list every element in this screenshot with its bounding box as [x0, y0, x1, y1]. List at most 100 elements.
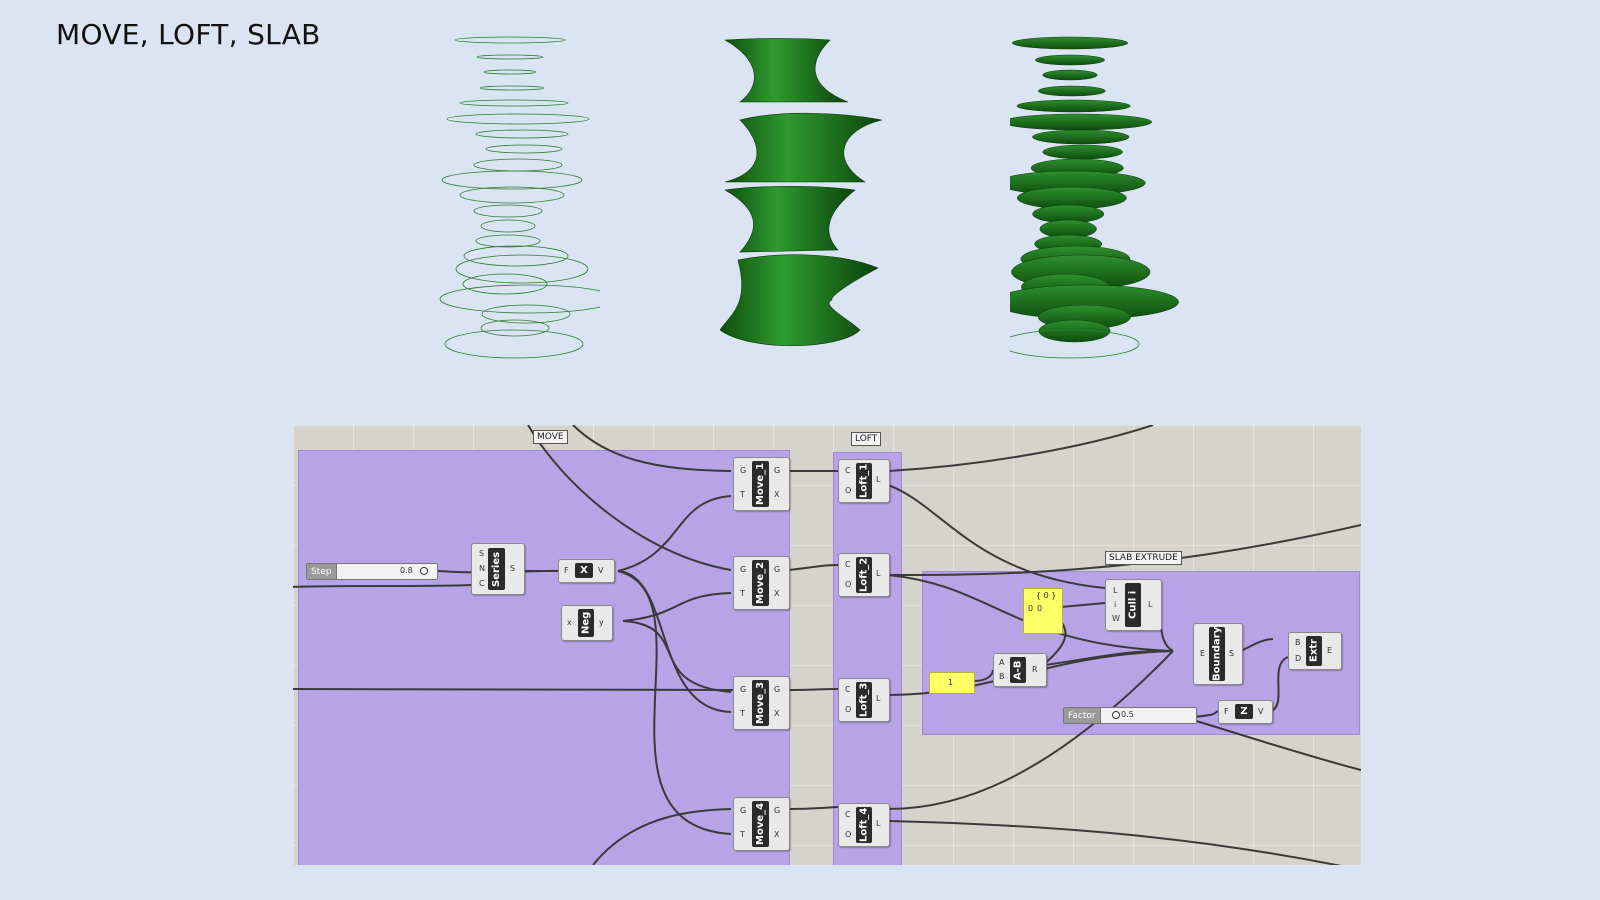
slab [1042, 144, 1123, 160]
move-4-input-g[interactable]: G [740, 806, 747, 815]
subtract-input-b[interactable]: B [999, 672, 1005, 681]
wire [1192, 719, 1361, 771]
subtract-output-r[interactable]: R [1032, 665, 1038, 674]
loft-4-input-o[interactable]: O [845, 830, 852, 839]
series-input-n[interactable]: N [479, 564, 485, 573]
move-4-input-t[interactable]: T [740, 830, 745, 839]
cull-input-w[interactable]: W [1112, 614, 1120, 623]
loft-3-output-l[interactable]: L [876, 694, 881, 703]
boundary-component[interactable]: E Boundary S [1193, 623, 1243, 685]
move-2-component[interactable]: G T Move_2 G X [733, 556, 790, 610]
unit-x-component[interactable]: F X V [558, 559, 615, 583]
move-1-output-g[interactable]: G [774, 466, 781, 475]
curve-ring [439, 284, 600, 314]
loft-2-output-l[interactable]: L [876, 569, 881, 578]
series-component[interactable]: S N C Series S [471, 543, 525, 595]
extrude-input-d[interactable]: D [1295, 654, 1302, 663]
unit-z-output-v[interactable]: V [1258, 707, 1264, 716]
negative-component[interactable]: x Neg y [561, 605, 613, 641]
loft-2-input-o[interactable]: O [845, 580, 852, 589]
extrude-component[interactable]: B D Extr E [1288, 632, 1342, 670]
move-3-output-g[interactable]: G [774, 685, 781, 694]
move-4-output-g[interactable]: G [774, 806, 781, 815]
group-label-move: MOVE [533, 430, 568, 444]
wire [787, 806, 839, 810]
cull-index-component[interactable]: L i W Cull i L [1105, 579, 1162, 631]
wire [787, 564, 839, 571]
neg-output-y[interactable]: y [599, 618, 604, 627]
unit-z-input-f[interactable]: F [1224, 707, 1229, 716]
loft-view [720, 38, 883, 347]
unit-x-input-f[interactable]: F [564, 566, 569, 575]
move-2-input-g[interactable]: G [740, 565, 747, 574]
wire [887, 820, 1342, 865]
move-2-output-x[interactable]: X [774, 589, 780, 598]
curve-ring [485, 144, 563, 154]
list-panel[interactable]: { 0 } 0 0 [1023, 588, 1063, 634]
group-move[interactable] [298, 450, 790, 865]
subtraction-component[interactable]: A B A-B R [993, 653, 1047, 687]
slab [1010, 113, 1152, 131]
neg-input-x[interactable]: x [567, 618, 572, 627]
slider-knob[interactable] [1112, 711, 1120, 719]
boundary-input-e[interactable]: E [1200, 649, 1206, 658]
unit-z-name: Z [1235, 704, 1253, 719]
loft-4-input-c[interactable]: C [845, 810, 851, 819]
curve-ring [473, 158, 563, 172]
loft-1-input-c[interactable]: C [845, 466, 851, 475]
loft-2-component[interactable]: C O Loft_2 L [838, 553, 890, 597]
group-loft[interactable] [833, 452, 902, 865]
subtract-input-a[interactable]: A [999, 658, 1005, 667]
curve-ring [459, 186, 565, 204]
cull-output-l[interactable]: L [1148, 600, 1153, 609]
move-4-component[interactable]: G T Move_4 G X [733, 797, 790, 851]
list-panel-header: { 0 } [1036, 591, 1057, 600]
curve-ring [481, 304, 571, 324]
base-ring [1010, 329, 1140, 359]
cull-input-l[interactable]: L [1113, 586, 1118, 595]
move-1-output-x[interactable]: X [774, 490, 780, 499]
slab-view [1010, 36, 1179, 359]
cull-input-i[interactable]: i [1114, 600, 1117, 609]
step-slider[interactable]: Step 0.8 [306, 563, 438, 580]
loft-2-input-c[interactable]: C [845, 560, 851, 569]
move-2-output-g[interactable]: G [774, 565, 781, 574]
loft-1-output-l[interactable]: L [876, 475, 881, 484]
curve-ring [463, 245, 569, 267]
slider-knob[interactable] [420, 567, 428, 575]
loft-4-component[interactable]: C O Loft_4 L [838, 803, 890, 847]
move-4-output-x[interactable]: X [774, 830, 780, 839]
loft-3-input-o[interactable]: O [845, 705, 852, 714]
loft-1-component[interactable]: C O Loft_1 L [838, 459, 890, 503]
number-panel[interactable]: 1 [929, 672, 975, 694]
unit-x-output-v[interactable]: V [598, 566, 604, 575]
grasshopper-canvas[interactable]: MOVE LOFT SLAB EXTRUDE Step 0.8 Factor 0… [293, 425, 1361, 865]
loft-3-input-c[interactable]: C [845, 685, 851, 694]
unit-z-component[interactable]: F Z V [1218, 700, 1273, 724]
move-3-component[interactable]: G T Move_3 G X [733, 676, 790, 730]
move-1-input-t[interactable]: T [740, 490, 745, 499]
extrude-input-b[interactable]: B [1295, 638, 1301, 647]
loft-4-output-l[interactable]: L [876, 819, 881, 828]
factor-slider[interactable]: Factor 0.5 [1063, 707, 1197, 724]
move-2-input-t[interactable]: T [740, 589, 745, 598]
loft-1-input-o[interactable]: O [845, 486, 852, 495]
move-3-input-g[interactable]: G [740, 685, 747, 694]
move-1-component[interactable]: G T Move_1 G X [733, 457, 790, 511]
move-3-output-x[interactable]: X [774, 709, 780, 718]
wire [887, 574, 1174, 652]
slab [1032, 129, 1130, 145]
wire [1044, 650, 1174, 666]
move-3-input-t[interactable]: T [740, 709, 745, 718]
move-1-input-g[interactable]: G [740, 466, 747, 475]
series-output-s[interactable]: S [510, 564, 516, 573]
boundary-output-s[interactable]: S [1229, 649, 1235, 658]
wires [293, 425, 1361, 865]
boundary-name: Boundary [1209, 627, 1225, 681]
curve-ring [459, 99, 569, 107]
loft-3-component[interactable]: C O Loft_3 L [838, 678, 890, 722]
extrude-output-e[interactable]: E [1327, 646, 1333, 655]
move-1-name: Move_1 [752, 461, 769, 507]
series-input-c[interactable]: C [479, 579, 485, 588]
series-input-s[interactable]: S [479, 549, 485, 558]
